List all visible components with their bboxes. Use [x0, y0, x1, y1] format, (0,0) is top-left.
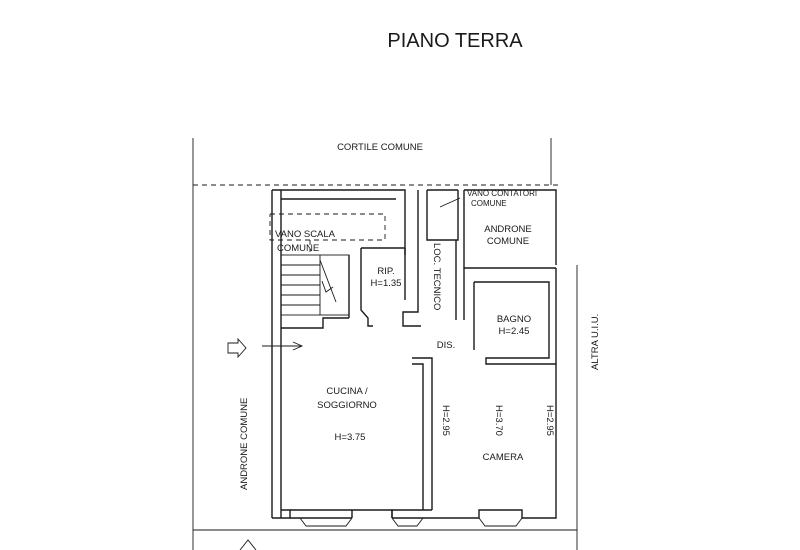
label-cucina-height: H=3.75: [335, 432, 366, 443]
label-androne-top: ANDRONE: [484, 224, 532, 235]
entrance-arrow-icon: [227, 337, 247, 359]
label-vano-contatori: VANO CONTATORI: [467, 189, 537, 198]
staircase: [280, 254, 350, 316]
label-vano-scala-2: COMUNE: [277, 243, 319, 254]
label-vano-contatori-2: COMUNE: [471, 199, 507, 208]
label-bagno: BAGNO: [497, 314, 531, 325]
site-boundary: [192, 138, 578, 550]
label-cucina-2: SOGGIORNO: [317, 400, 377, 411]
label-dis: DIS.: [437, 340, 455, 351]
label-camera: CAMERA: [483, 452, 524, 463]
label-height-295-b: H=2.95: [544, 405, 555, 436]
entry-direction-icon: [262, 341, 304, 351]
label-androne-comune-left: ANDRONE COMUNE: [239, 398, 250, 490]
label-height-295-a: H=2.95: [440, 405, 451, 436]
walls: [271, 189, 557, 527]
label-androne-top-2: COMUNE: [487, 236, 529, 247]
label-loc-tecnico: LOC. TECNICO: [431, 243, 442, 310]
bottom-arrow-icon: [239, 539, 257, 550]
label-cucina: CUCINA /: [326, 386, 368, 397]
plan-title: PIANO TERRA: [387, 30, 523, 52]
label-rip-height: H=1.35: [371, 278, 402, 289]
label-altra-uiu: ALTRA U.I.U.: [590, 314, 601, 370]
contatori-pointer: [439, 197, 461, 208]
label-vano-scala: VANO SCALA: [275, 229, 336, 240]
label-cortile-comune: CORTILE COMUNE: [337, 142, 423, 153]
label-bagno-height: H=2.45: [499, 326, 530, 337]
label-height-370: H=3.70: [493, 405, 504, 436]
vano-scala-outline: [269, 213, 386, 241]
label-rip: RIP.: [377, 266, 394, 277]
